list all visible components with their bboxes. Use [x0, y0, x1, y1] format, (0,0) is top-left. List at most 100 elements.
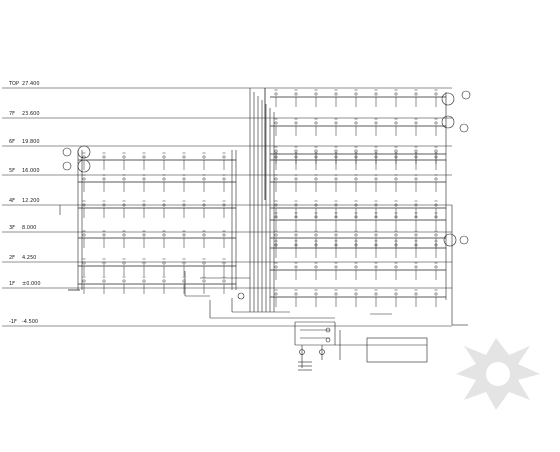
valve-icon	[334, 215, 338, 219]
valve-icon	[414, 292, 418, 296]
valve-icon	[142, 177, 146, 181]
valve-icon	[142, 261, 146, 265]
floor-elevation-label: 27.400	[22, 81, 40, 87]
valve-icon	[274, 292, 278, 296]
valve-icon	[394, 243, 398, 247]
valve-icon	[434, 92, 438, 96]
valve-icon	[182, 203, 186, 207]
riser-pipes	[77, 88, 275, 312]
valve-icon	[82, 279, 86, 283]
equipment-callout-right-top	[62, 90, 471, 247]
valve-icon	[182, 261, 186, 265]
valve-icon	[434, 233, 438, 237]
valve-icon	[82, 233, 86, 237]
valve-icon	[102, 155, 106, 159]
valve-icon	[202, 233, 206, 237]
valve-icon	[122, 203, 126, 207]
floor-elevation-label: 12.200	[22, 198, 40, 204]
valve-icon	[314, 177, 318, 181]
valve-icon	[434, 155, 438, 159]
valve-icon	[202, 177, 206, 181]
valve-icon	[294, 292, 298, 296]
valve-icon	[162, 177, 166, 181]
valve-icon	[162, 155, 166, 159]
valve-icon	[294, 203, 298, 207]
valve-icon	[414, 243, 418, 247]
valve-icon	[274, 203, 278, 207]
valve-icon	[334, 155, 338, 159]
valve-icon	[434, 149, 438, 153]
valve-icon	[414, 203, 418, 207]
valve-icon	[354, 149, 358, 153]
floor-level-label: 5F	[9, 168, 15, 174]
floor-elevation-label: 23.600	[22, 111, 40, 117]
watermark-star-icon	[456, 338, 540, 410]
valve-icon	[122, 155, 126, 159]
floor-elevation-label: 19.800	[22, 139, 40, 145]
floor-level-label: -1F	[9, 319, 17, 325]
valve-icon	[374, 177, 378, 181]
valve-icon	[434, 265, 438, 269]
floor-elevation-label: -4.500	[22, 319, 38, 325]
floor-level-label: 3F	[9, 225, 15, 231]
valve-icon	[414, 92, 418, 96]
valve-icon	[202, 261, 206, 265]
valve-icon	[222, 279, 226, 283]
valve-icon	[354, 243, 358, 247]
valve-icon	[102, 177, 106, 181]
valve-icon	[394, 92, 398, 96]
valve-icon	[314, 149, 318, 153]
valve-icon	[314, 121, 318, 125]
valve-icon	[162, 233, 166, 237]
valve-icon	[82, 177, 86, 181]
valve-icon	[354, 155, 358, 159]
valve-icon	[274, 233, 278, 237]
valve-icon	[294, 149, 298, 153]
valve-icon	[294, 265, 298, 269]
valve-icon	[294, 155, 298, 159]
valve-icon	[394, 149, 398, 153]
valve-icon	[374, 233, 378, 237]
valve-icon	[334, 177, 338, 181]
valve-icon	[394, 203, 398, 207]
pump-room	[184, 271, 428, 371]
valve-icon	[142, 203, 146, 207]
valve-icon	[222, 203, 226, 207]
valve-icon	[102, 279, 106, 283]
valve-icon	[354, 215, 358, 219]
valve-icon	[222, 177, 226, 181]
floor-level-label: TOP	[8, 81, 19, 87]
valve-icon	[202, 155, 206, 159]
right-drop-pipes	[59, 92, 468, 326]
valve-icon	[354, 292, 358, 296]
valve-icon	[142, 279, 146, 283]
valve-icon	[82, 261, 86, 265]
valve-icon	[334, 149, 338, 153]
valve-icon	[294, 233, 298, 237]
valve-icon	[354, 265, 358, 269]
valve-icon	[182, 177, 186, 181]
valve-icon	[222, 261, 226, 265]
floor-elevation-label: ±0.000	[22, 281, 41, 287]
valve-icon	[354, 92, 358, 96]
valve-icon	[334, 92, 338, 96]
floor-elevation-label: 8.000	[22, 225, 36, 231]
valve-icon	[122, 279, 126, 283]
valve-icon	[334, 265, 338, 269]
valve-icon	[434, 203, 438, 207]
valve-icon	[162, 261, 166, 265]
valve-icon	[354, 121, 358, 125]
valve-icon	[374, 215, 378, 219]
floor-level-label: 2F	[9, 255, 15, 261]
valve-icon	[374, 203, 378, 207]
valve-icon	[182, 155, 186, 159]
valve-icon	[394, 265, 398, 269]
valve-icon	[434, 177, 438, 181]
valve-icon	[374, 265, 378, 269]
valve-icon	[334, 233, 338, 237]
valve-icon	[334, 203, 338, 207]
valve-icon	[434, 121, 438, 125]
valve-icon	[122, 233, 126, 237]
